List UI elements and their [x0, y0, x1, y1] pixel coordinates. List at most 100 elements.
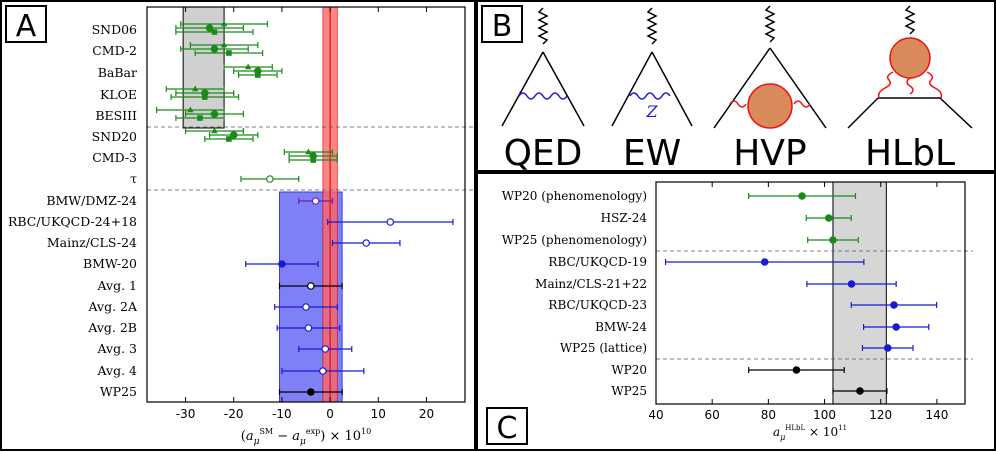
- point-avg-2a-marker: [302, 303, 310, 311]
- diagram-ew: Z EW: [611, 7, 693, 174]
- category-label-rbc-ukqcd-24-18: RBC/UKQCD-24+18: [8, 214, 137, 229]
- diagram-hvp: HVP: [713, 5, 827, 174]
- tick-label-c-80: 80: [761, 408, 776, 422]
- chart-c-marks: [664, 192, 938, 395]
- diagram-label-qed: QED: [504, 133, 583, 174]
- point-snd20-1-marker: [229, 131, 238, 139]
- category-label-c-wp20-phenomenology: WP20 (phenomenology): [502, 189, 647, 203]
- point-avg-1-marker: [307, 282, 315, 290]
- chart-a-ticks: -30 -20 -10 0 10 20: [176, 7, 434, 421]
- point-bmw-20-marker: [278, 260, 286, 268]
- point-c-wp20-phenomenology-marker: [798, 192, 806, 200]
- point-snd06-2-marker: [211, 29, 218, 35]
- point-avg-4-marker: [319, 367, 327, 375]
- category-label-bmw-dmz-24: BMW/DMZ-24: [46, 193, 137, 208]
- point-babar-0-marker: [244, 63, 252, 70]
- category-label-c-rbc-ukqcd-23: RBC/UKQCD-23: [548, 298, 647, 312]
- chart-a-marks: [156, 20, 454, 396]
- category-label-bmw-20: BMW-20: [83, 256, 137, 271]
- panel-label-a: A: [5, 5, 47, 44]
- point-cmd-3-2-marker: [310, 157, 317, 163]
- category-label-c-bmw-24: BMW-24: [595, 320, 647, 334]
- feynman-diagrams: QED Z EW HVP: [501, 5, 973, 174]
- panel-a-border: [0, 0, 476, 451]
- category-label-: τ: [130, 171, 137, 186]
- diagram-qed: QED: [501, 7, 585, 174]
- category-label-avg-2b: Avg. 2B: [87, 320, 137, 335]
- point-babar-2-marker: [255, 72, 261, 78]
- tick-label-a-20: 20: [419, 407, 434, 421]
- point-cmd-2-2-marker: [226, 50, 232, 56]
- panel-label-c: C: [486, 407, 528, 446]
- point-besiii-0-marker: [187, 106, 194, 113]
- point-snd06-0-marker: [220, 20, 228, 27]
- tick-label-c-120: 120: [869, 408, 892, 422]
- chart-c-ticks: 40 60 80 100 120 140: [648, 182, 948, 422]
- panel-c-border: [476, 172, 996, 451]
- svg-text:A: A: [16, 9, 37, 44]
- category-label-wp25: WP25: [100, 384, 137, 399]
- point-rbc-ukqcd-24-18-marker: [386, 218, 395, 226]
- category-label-c-wp25-lattice: WP25 (lattice): [560, 341, 647, 355]
- chart-a-labels: SND06CMD-2BaBarKLOEBESIIISND20CMD-3τBMW/…: [8, 22, 138, 399]
- chart-a-frame: [146, 6, 466, 403]
- point-cmd-3-0-marker: [305, 148, 312, 155]
- point-c-bmw-24-marker: [892, 323, 900, 331]
- panel-b-border: [476, 0, 996, 172]
- tick-label-a--20: -20: [224, 407, 244, 421]
- category-label-c-wp25: WP25: [611, 384, 647, 398]
- category-label-avg-4: Avg. 4: [97, 363, 138, 378]
- point-c-wp25-lattice-marker: [883, 344, 892, 352]
- svg-text:C: C: [497, 411, 518, 446]
- tick-label-c-140: 140: [925, 408, 948, 422]
- point-c-mainz-cls-21-22-marker: [847, 280, 856, 288]
- chart-c-xlabel: aμHLbL × 1011: [773, 424, 847, 442]
- point-c-hsz-24-marker: [824, 214, 833, 222]
- diagram-label-hlbl: HLbL: [865, 133, 955, 174]
- tick-label-a-0: 0: [326, 407, 334, 421]
- category-label-c-wp20: WP20: [611, 363, 647, 377]
- tick-label-c-100: 100: [813, 408, 836, 422]
- chart-a-xlabel: (aμSM − aμexp) × 1010: [241, 427, 372, 447]
- tick-label-a-10: 10: [371, 407, 386, 421]
- point-c-rbc-ukqcd-23-marker: [890, 301, 898, 309]
- tick-label-c-60: 60: [705, 408, 720, 422]
- panel-label-b: B: [481, 5, 523, 44]
- tick-label-a--10: -10: [272, 407, 292, 421]
- svg-text:B: B: [492, 9, 513, 44]
- tick-label-c-40: 40: [648, 408, 663, 422]
- category-label-avg-2a: Avg. 2A: [87, 299, 137, 314]
- category-label-besiii: BESIII: [95, 108, 137, 123]
- category-label-mainz-cls-24: Mainz/CLS-24: [47, 235, 137, 250]
- diagram-hlbl: HLbL: [847, 5, 973, 174]
- z-boson-label: Z: [645, 102, 658, 121]
- category-label-c-hsz-24: HSZ-24: [601, 211, 648, 225]
- category-label-snd06: SND06: [92, 22, 137, 37]
- point-tau-marker: [266, 175, 274, 183]
- band-gray-c: [832, 181, 887, 405]
- category-label-avg-1: Avg. 1: [97, 278, 137, 293]
- category-label-cmd-3: CMD-3: [92, 150, 137, 165]
- category-label-c-rbc-ukqcd-19: RBC/UKQCD-19: [548, 255, 647, 269]
- category-label-avg-3: Avg. 3: [97, 341, 138, 356]
- point-snd06-1-marker: [205, 24, 214, 32]
- point-kloe-2-marker: [202, 94, 208, 100]
- point-bmw-dmz-24-marker: [311, 197, 320, 205]
- category-label-c-mainz-cls-21-22: Mainz/CLS-21+22: [535, 277, 647, 291]
- point-cmd-2-1-marker: [210, 45, 219, 53]
- chart-a-bands: [147, 6, 473, 403]
- tick-label-a--30: -30: [176, 407, 196, 421]
- category-label-snd20: SND20: [92, 129, 137, 144]
- category-label-cmd-2: CMD-2: [92, 43, 137, 58]
- point-c-wp25-phenomenology-marker: [829, 236, 837, 244]
- point-snd20-0-marker: [211, 127, 218, 134]
- point-wp25-marker: [307, 388, 315, 396]
- category-label-kloe: KLOE: [100, 87, 137, 102]
- chart-c-bands: [656, 181, 973, 405]
- point-c-wp25-marker: [856, 387, 864, 395]
- chart-c-frame: [655, 181, 966, 405]
- point-snd20-2-marker: [226, 136, 232, 142]
